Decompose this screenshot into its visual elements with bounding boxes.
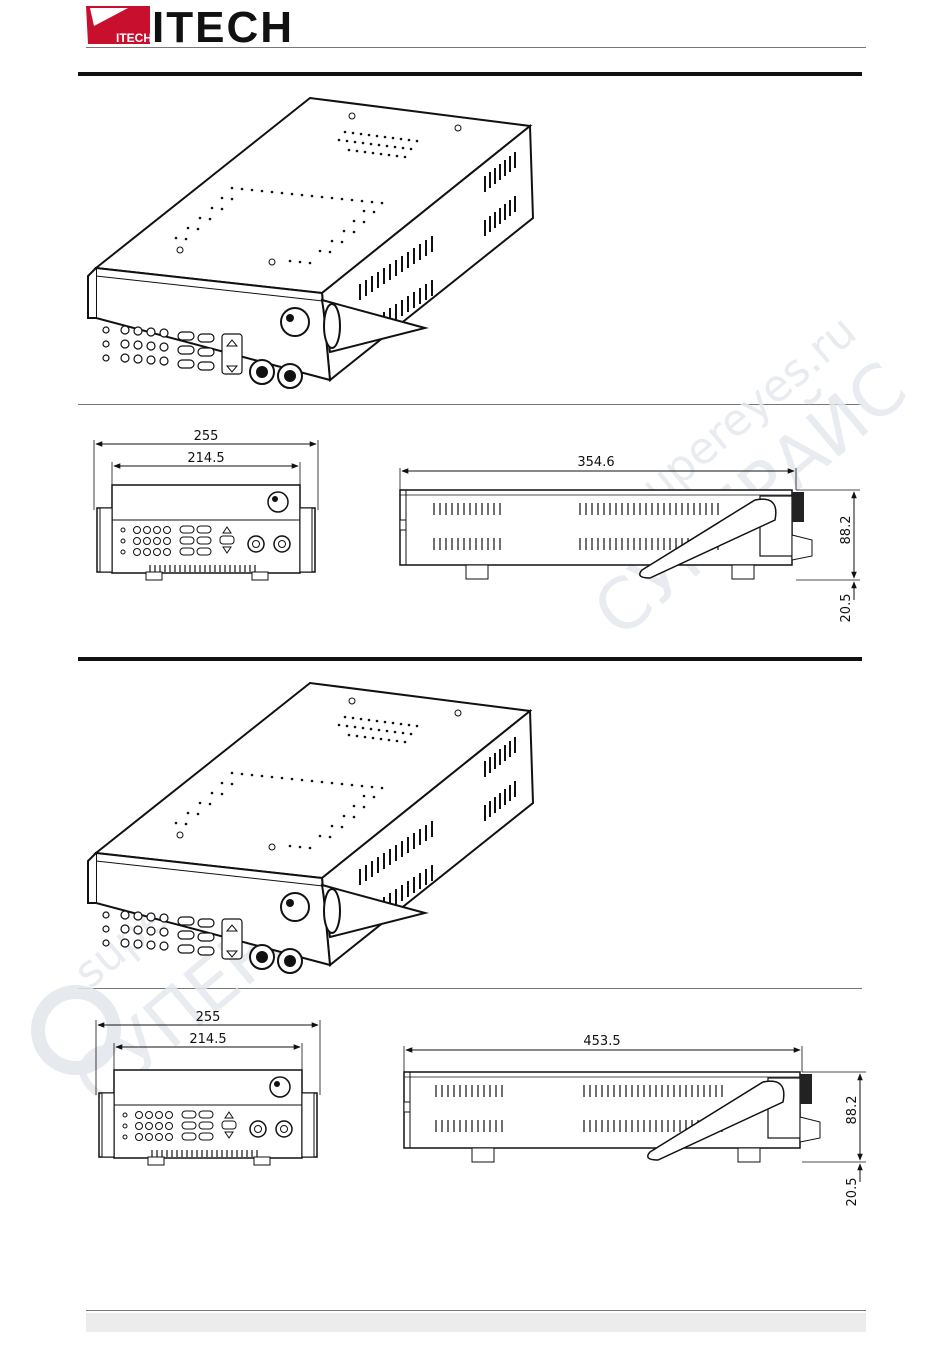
dim-panel-width-1: 214.5: [187, 451, 224, 466]
dim-height-1: 88.2: [839, 516, 854, 545]
instrument-isometric-2: [88, 683, 533, 973]
dim-foot-height-2: 20.5: [845, 1178, 860, 1207]
instrument-isometric-1: [88, 98, 533, 388]
dim-height-2: 88.2: [845, 1096, 860, 1125]
dim-foot-height-1: 20.5: [839, 594, 854, 623]
front-view-1: 255 214.5: [94, 429, 318, 580]
side-view-2: 453.5 88.2 20.5: [404, 1034, 866, 1206]
dim-panel-width-2: 214.5: [189, 1032, 226, 1047]
dim-length-2: 453.5: [583, 1034, 620, 1049]
dim-overall-width-1: 255: [194, 429, 219, 444]
dim-overall-width-2: 255: [196, 1010, 221, 1025]
section-1: 255 214.5 354.6 88: [88, 98, 860, 622]
dim-length-1: 354.6: [577, 455, 614, 470]
